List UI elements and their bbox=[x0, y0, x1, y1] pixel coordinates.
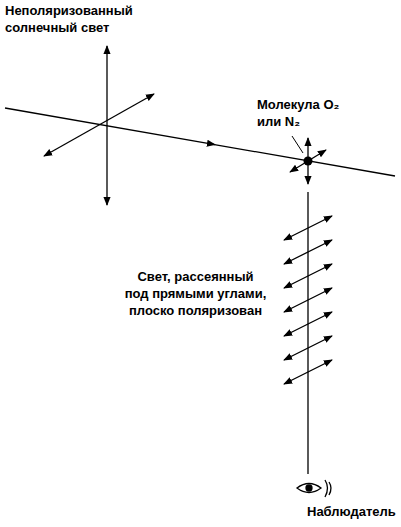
light-ray bbox=[213, 144, 395, 176]
observer-label: Наблюдатель bbox=[306, 503, 397, 520]
polarization-arrow bbox=[106, 46, 107, 205]
observer-eye bbox=[297, 480, 331, 497]
scattered-polarization bbox=[284, 216, 332, 384]
scattered-light-label: Свет, рассеянный под прямыми углами, пло… bbox=[112, 268, 279, 319]
polarization-arrow bbox=[44, 94, 154, 156]
molecule-label: Молекула O₂ или N₂ bbox=[256, 96, 368, 130]
title-label: Неполяризованный солнечный свет bbox=[4, 2, 166, 36]
molecule-dot bbox=[304, 157, 313, 166]
leader-line bbox=[292, 136, 303, 153]
light-ray bbox=[5, 108, 215, 145]
scattered-ray bbox=[307, 192, 308, 474]
polarization-arrow bbox=[290, 150, 326, 172]
